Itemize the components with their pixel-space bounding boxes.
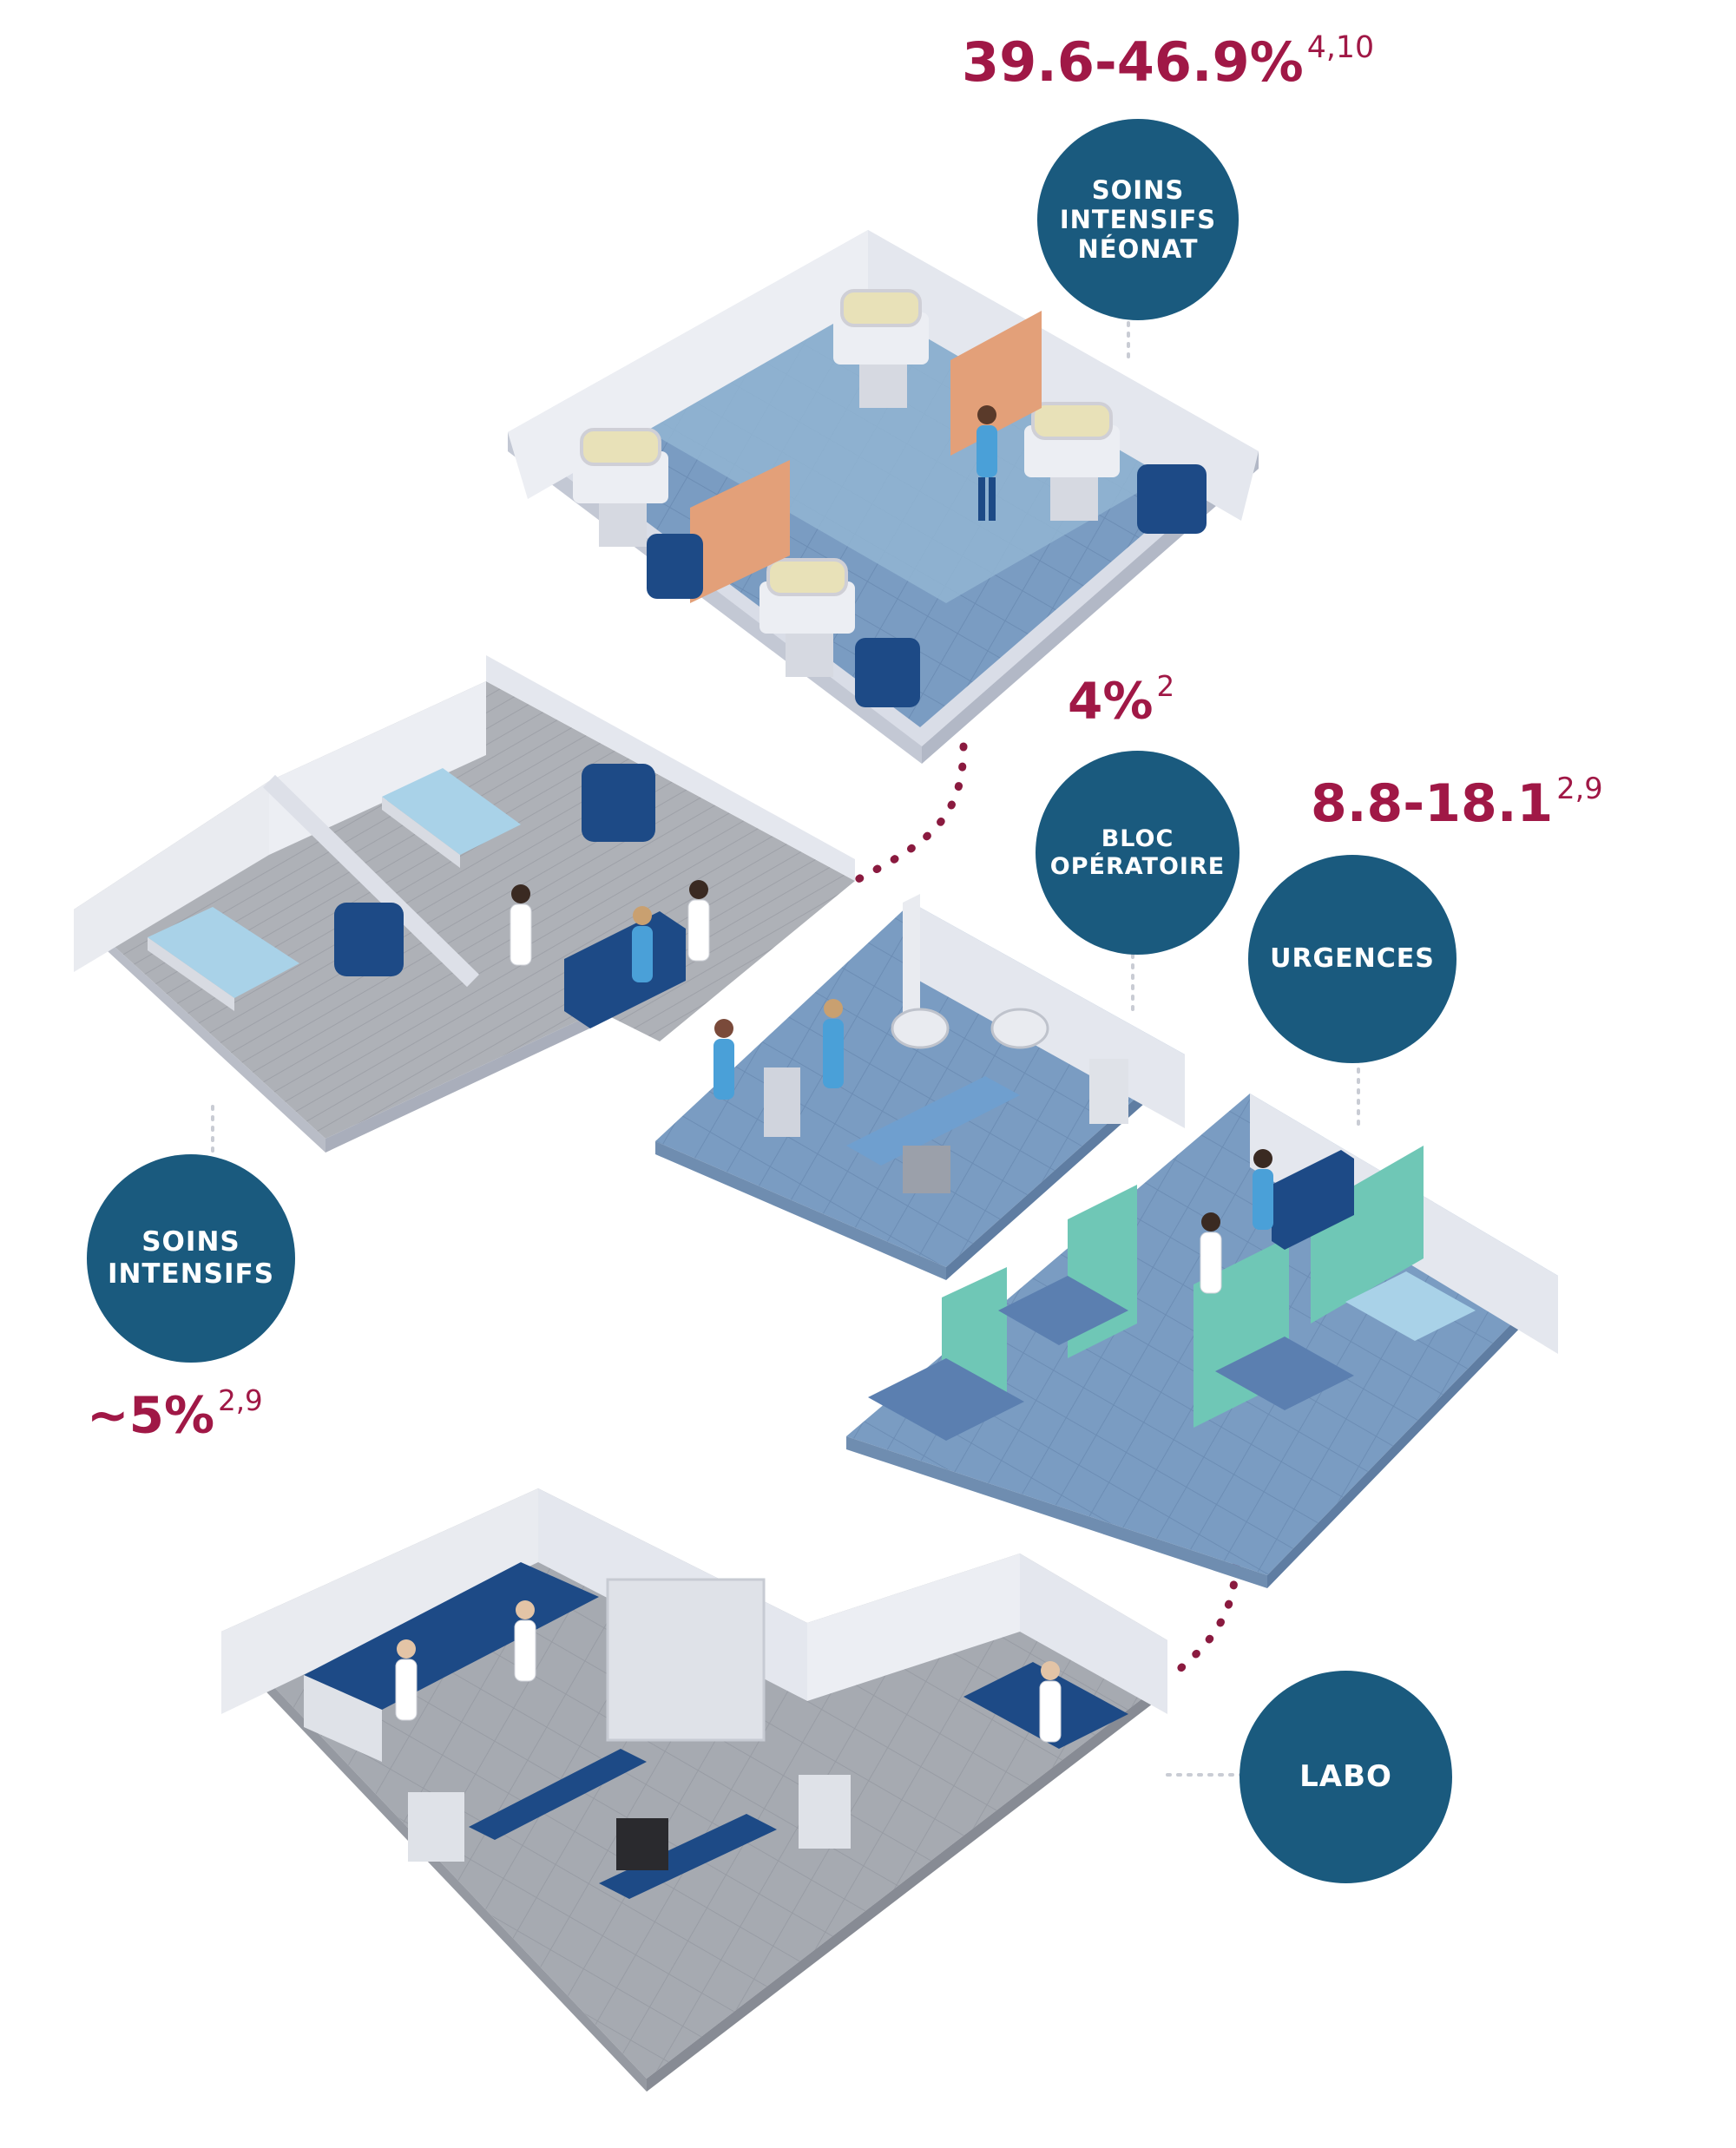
staff-figure-icon: [1039, 1661, 1062, 1743]
armchair-icon: [647, 534, 703, 599]
staff-figure-icon: [1253, 1149, 1273, 1230]
label-operating-room: BLOC OPÉRATOIRE: [1049, 824, 1226, 880]
hospital-bed-icon: [148, 907, 299, 1011]
stat-ref-neonatal-icu: 4,10: [1306, 30, 1375, 65]
label-circle-neonatal-icu: SOINS INTENSIFS NÉONAT: [1037, 119, 1239, 320]
label-lab: LABO: [1299, 1759, 1392, 1795]
staff-figure-icon: [395, 1639, 418, 1721]
label-circle-emergency: URGENCES: [1248, 855, 1457, 1063]
room-lab: [221, 1488, 1167, 2092]
staff-figure-icon: [510, 884, 532, 966]
lab-bench-icon: [304, 1562, 599, 1762]
incubator-icon: [760, 558, 855, 677]
armchair-icon: [855, 638, 920, 707]
armchair-icon: [582, 764, 655, 842]
label-circle-lab: LABO: [1240, 1671, 1452, 1883]
room-operating: [655, 894, 1185, 1280]
lab-bench-icon: [599, 1814, 777, 1899]
stat-value-emergency: 8.8-18.1: [1311, 773, 1554, 835]
staff-figure-icon: [713, 1019, 734, 1100]
armchair-icon: [334, 903, 404, 976]
surgical-lamp-icon: [891, 1008, 1049, 1049]
staff-figure-icon: [976, 405, 997, 521]
incubator-icon: [833, 289, 929, 408]
hospital-bed-icon: [382, 768, 521, 868]
room-neonatal-icu: [508, 230, 1259, 764]
stat-value-operating-room: 4%: [1068, 671, 1154, 731]
staff-figure-icon: [514, 1600, 536, 1682]
label-circle-operating-room: BLOC OPÉRATOIRE: [1036, 751, 1240, 955]
staff-figure-icon: [1200, 1212, 1222, 1294]
incubator-icon: [1024, 402, 1120, 521]
armchair-icon: [1137, 464, 1207, 534]
stat-value-neonatal-icu: 39.6-46.9%: [962, 30, 1304, 95]
label-neonatal-icu: SOINS INTENSIFS NÉONAT: [1059, 174, 1217, 265]
stat-value-icu: ~5%: [87, 1385, 215, 1445]
label-emergency: URGENCES: [1270, 943, 1435, 975]
stat-ref-operating-room: 2: [1156, 670, 1175, 703]
room-emergency: [846, 1094, 1558, 1588]
label-circle-icu: SOINS INTENSIFS: [87, 1154, 295, 1363]
staff-figure-icon: [687, 880, 710, 962]
staff-figure-icon: [632, 906, 653, 982]
operating-table-icon: [846, 1076, 1020, 1193]
label-icu: SOINS INTENSIFS: [107, 1226, 275, 1290]
incubator-icon: [573, 428, 668, 547]
stat-neonatal-icu: 39.6-46.9%4,10: [962, 33, 1374, 89]
stat-operating-room: 4%2: [1068, 673, 1174, 726]
stat-icu: ~5%2,9: [87, 1384, 263, 1441]
room-icu: [74, 655, 855, 1153]
stat-ref-icu: 2,9: [218, 1384, 263, 1417]
stat-ref-emergency: 2,9: [1556, 772, 1603, 805]
staff-figure-icon: [823, 999, 844, 1088]
lab-bench-icon: [469, 1749, 647, 1840]
